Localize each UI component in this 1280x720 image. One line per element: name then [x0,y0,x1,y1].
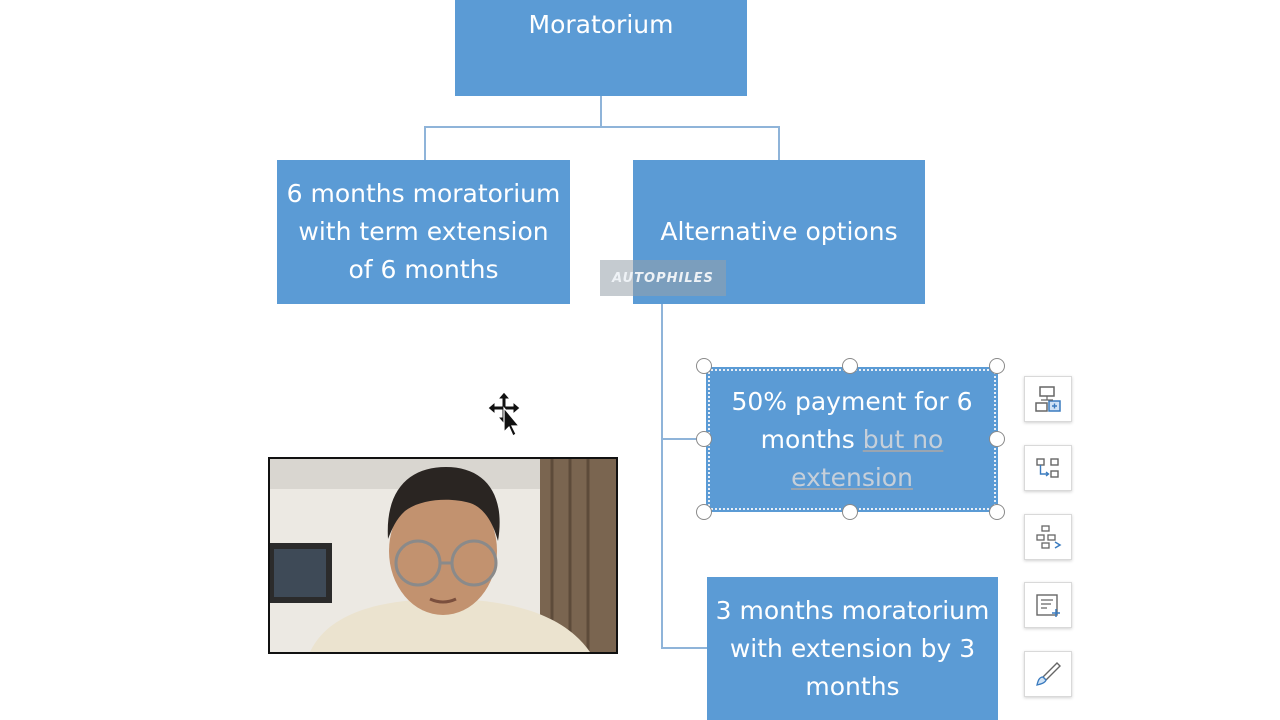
node-fifty-percent-underlined-text: but no extension [791,424,944,492]
move-cursor-icon [487,391,521,437]
connector-horizontal [424,126,780,128]
webcam-video-feed [268,457,618,654]
add-shape-icon [1035,386,1061,412]
resize-handle-middle-right[interactable] [989,431,1005,447]
node-six-month-moratorium[interactable]: 6 months moratorium with term extension … [277,160,570,304]
resize-handle-top-left[interactable] [696,358,712,374]
format-brush-icon [1036,662,1061,686]
resize-handle-middle-left[interactable] [696,431,712,447]
node-three-month-moratorium[interactable]: 3 months moratorium with extension by 3 … [707,577,998,720]
resize-handle-bottom-right[interactable] [989,504,1005,520]
node-fifty-percent-text: 50% payment for 6 months [731,386,973,454]
root-node-label: Moratorium [528,10,674,39]
text-pane-icon [1036,594,1060,617]
watermark-text: AUTOPHILES [612,270,714,286]
resize-handle-bottom-middle[interactable] [842,504,858,520]
webcam-person-image [270,459,616,652]
node-fifty-percent-label: 50% payment for 6 months but no extensio… [706,383,998,497]
connector-root-down [600,96,602,127]
promote-demote-icon [1036,525,1062,549]
format-brush-button[interactable] [1024,651,1072,697]
connector-option1 [661,438,707,440]
watermark-logo: AUTOPHILES [600,260,726,296]
layout-options-button[interactable] [1024,445,1072,491]
connector-options-vertical [661,304,663,649]
promote-demote-button[interactable] [1024,514,1072,560]
layout-options-icon [1036,458,1059,478]
text-pane-button[interactable] [1024,582,1072,628]
add-shape-button[interactable] [1024,376,1072,422]
connector-option2 [661,647,707,649]
resize-handle-top-right[interactable] [989,358,1005,374]
node-three-month-label: 3 months moratorium with extension by 3 … [715,595,990,701]
node-six-month-label: 6 months moratorium with term extension … [286,179,561,284]
root-node-moratorium[interactable]: Moratorium [455,0,747,96]
resize-handle-top-middle[interactable] [842,358,858,374]
node-alternative-label: Alternative options [660,217,898,246]
connector-right-down [778,126,780,160]
node-fifty-percent-payment[interactable]: 50% payment for 6 months but no extensio… [706,367,998,512]
resize-handle-bottom-left[interactable] [696,504,712,520]
connector-left-down [424,126,426,160]
